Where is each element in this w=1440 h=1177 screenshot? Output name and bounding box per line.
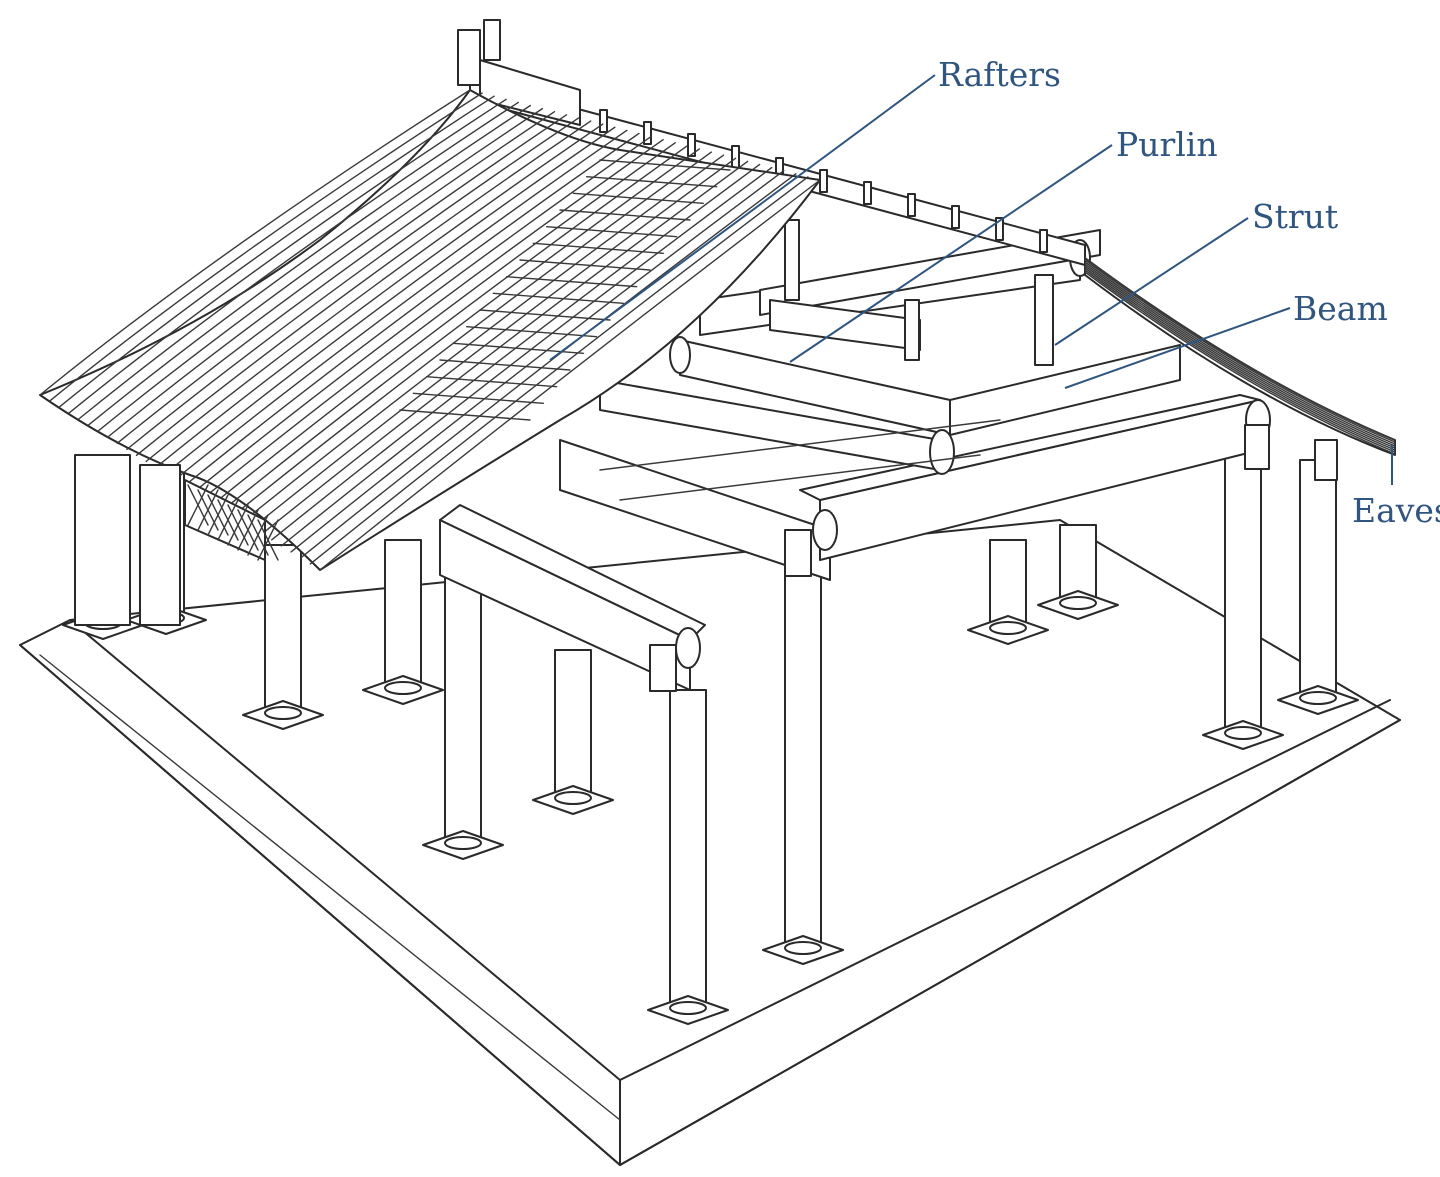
beam-label: Beam (1293, 289, 1388, 328)
eaves-label: Eaves (1352, 491, 1440, 530)
beam-leader (1064, 307, 1291, 389)
strut-leader (1054, 217, 1249, 346)
rafters-label: Rafters (938, 55, 1061, 94)
gable-side (74, 454, 279, 626)
front-beams (439, 394, 1338, 692)
strut-label: Strut (1252, 197, 1339, 236)
purlin-label: Purlin (1116, 125, 1218, 164)
ridge (457, 19, 1086, 266)
rafters-leader (549, 74, 936, 361)
platform (19, 519, 1401, 1166)
roof (39, 89, 1396, 571)
purlin-leader (789, 144, 1113, 363)
